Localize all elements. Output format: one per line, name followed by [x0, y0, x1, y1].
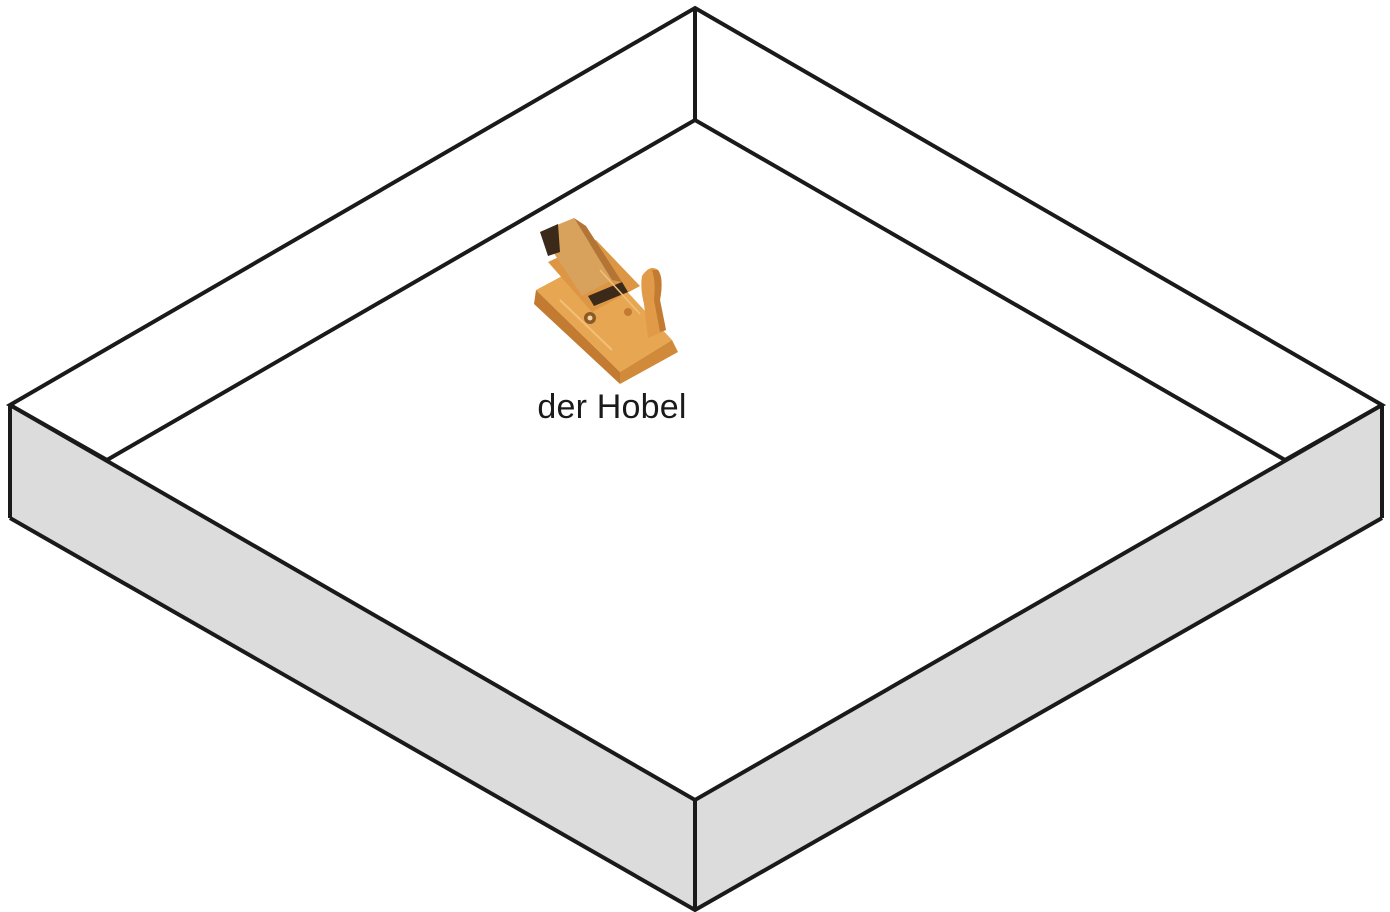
wood-plane-icon [534, 218, 678, 384]
box-front-right-face [695, 405, 1382, 910]
box-floor [107, 120, 1285, 800]
box-front-left-face [10, 405, 695, 910]
box-left-wall-top-edge [9, 403, 108, 462]
object-label: der Hobel [537, 388, 687, 426]
box-right-wall-top-edge [1284, 403, 1383, 462]
box-bottom-edge [9, 516, 1383, 912]
